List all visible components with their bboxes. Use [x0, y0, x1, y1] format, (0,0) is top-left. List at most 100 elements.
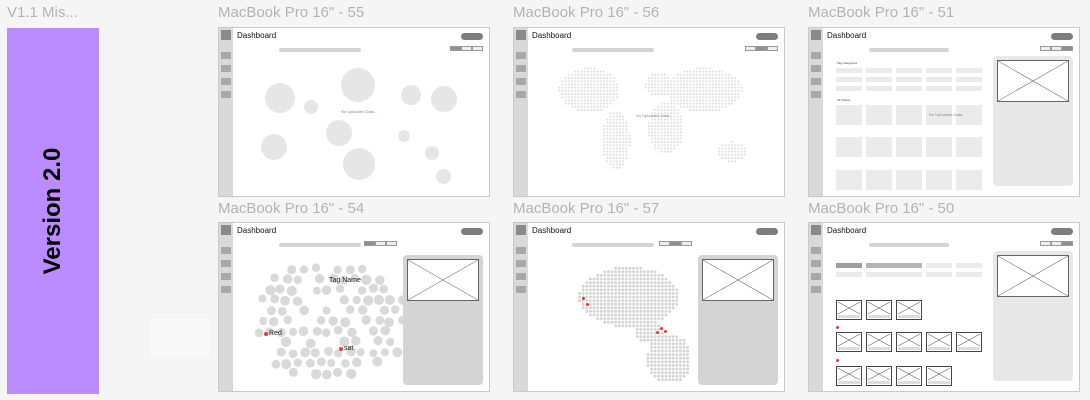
tag-cell[interactable] [866, 77, 892, 82]
sidebar-item[interactable] [811, 65, 821, 72]
frame-title-55[interactable]: MacBook Pro 16" - 55 [218, 4, 365, 21]
tag-cell[interactable] [926, 77, 952, 82]
video-card[interactable] [866, 332, 892, 352]
frame-title-57[interactable]: MacBook Pro 16" - 57 [513, 200, 660, 217]
video-card[interactable] [866, 137, 892, 157]
sidebar-item[interactable] [811, 286, 821, 293]
tag-cell[interactable] [866, 272, 922, 277]
tag-cell[interactable] [836, 77, 862, 82]
video-card[interactable] [896, 366, 922, 386]
video-card[interactable] [866, 366, 892, 386]
frame-title-v11[interactable]: V1.1 Mis... [7, 4, 78, 21]
sidebar-item[interactable] [516, 286, 526, 293]
sidebar-item[interactable] [221, 52, 231, 59]
bubble[interactable] [304, 100, 318, 114]
tag-bubble-network[interactable] [249, 261, 409, 383]
map-marker[interactable] [664, 330, 667, 333]
red-tag-dot[interactable] [339, 347, 343, 351]
bubble[interactable] [401, 85, 421, 105]
video-card[interactable] [836, 366, 862, 386]
sidebar-item[interactable] [516, 65, 526, 72]
red-tag-dot[interactable] [264, 332, 268, 336]
video-card[interactable] [956, 332, 982, 352]
sidebar-item[interactable] [811, 91, 821, 98]
video-card[interactable] [956, 170, 982, 190]
tag-cell-selected[interactable] [836, 263, 862, 268]
toggle-option[interactable] [1040, 241, 1051, 246]
toggle-option[interactable] [450, 46, 461, 51]
tag-cell[interactable] [956, 272, 982, 277]
search-input[interactable] [572, 48, 654, 52]
toggle-option[interactable] [756, 46, 767, 51]
video-card[interactable] [896, 105, 922, 125]
bubble[interactable] [341, 68, 375, 102]
toggle-option[interactable] [364, 241, 375, 246]
toggle-option[interactable] [1051, 46, 1062, 51]
sidebar-item[interactable] [221, 247, 231, 254]
toggle-option[interactable] [1040, 46, 1051, 51]
tag-cell[interactable] [866, 86, 892, 91]
sidebar-item[interactable] [811, 247, 821, 254]
map-marker[interactable] [582, 297, 585, 300]
search-input[interactable] [869, 243, 949, 247]
sidebar-item[interactable] [811, 273, 821, 280]
view-toggle[interactable] [450, 46, 483, 51]
preview-panel[interactable] [698, 255, 778, 385]
map-marker[interactable] [656, 331, 659, 334]
tag-cell[interactable] [956, 77, 982, 82]
view-toggle[interactable] [364, 241, 397, 246]
video-card[interactable] [866, 105, 892, 125]
bubble[interactable] [436, 169, 451, 184]
americas-map[interactable] [574, 259, 699, 383]
video-card[interactable] [896, 300, 922, 320]
toggle-option[interactable] [767, 46, 778, 51]
tag-cell[interactable] [866, 68, 892, 73]
video-card[interactable] [956, 137, 982, 157]
tag-cell-selected[interactable] [866, 263, 922, 268]
video-card[interactable] [926, 366, 952, 386]
video-card[interactable] [836, 105, 862, 125]
toggle-option[interactable] [1062, 46, 1073, 51]
frame-51[interactable]: Dashboard Tag Categories All Videos No U… [808, 27, 1080, 197]
toggle-option[interactable] [670, 241, 681, 246]
search-input[interactable] [572, 243, 654, 247]
video-card[interactable] [896, 170, 922, 190]
tag-cell[interactable] [926, 272, 952, 277]
preview-panel[interactable] [993, 56, 1073, 186]
video-card[interactable] [926, 137, 952, 157]
tag-cell[interactable] [836, 86, 862, 91]
sidebar-item[interactable] [516, 78, 526, 85]
preview-panel[interactable] [403, 255, 483, 385]
sidebar-item[interactable] [516, 247, 526, 254]
frame-54[interactable]: Dashboard Tag Name Red sat [218, 222, 490, 392]
version-frame[interactable]: Version 2.0 [7, 28, 99, 394]
search-input[interactable] [869, 48, 949, 52]
video-card[interactable] [926, 332, 952, 352]
view-toggle[interactable] [1040, 241, 1073, 246]
video-card[interactable] [866, 300, 892, 320]
bubble[interactable] [261, 134, 287, 160]
video-card[interactable] [836, 300, 862, 320]
video-card[interactable] [926, 105, 952, 125]
sidebar-item[interactable] [221, 286, 231, 293]
preview-panel[interactable] [993, 251, 1073, 381]
tag-cell[interactable] [956, 68, 982, 73]
toggle-option[interactable] [386, 241, 397, 246]
toggle-option[interactable] [461, 46, 472, 51]
frame-55[interactable]: Dashboard No Uploaded Data... [218, 27, 490, 197]
view-toggle[interactable] [745, 46, 778, 51]
view-toggle[interactable] [1040, 46, 1073, 51]
search-input[interactable] [279, 243, 361, 247]
bubble[interactable] [326, 120, 352, 146]
bubble[interactable] [425, 146, 439, 160]
sidebar-item[interactable] [221, 273, 231, 280]
sidebar-item[interactable] [221, 91, 231, 98]
sidebar-item[interactable] [811, 78, 821, 85]
tag-cell[interactable] [956, 263, 982, 268]
search-input[interactable] [279, 48, 361, 52]
account-button[interactable] [756, 33, 778, 40]
toggle-option[interactable] [1062, 241, 1073, 246]
sidebar-item[interactable] [221, 65, 231, 72]
video-card[interactable] [836, 137, 862, 157]
toggle-option[interactable] [659, 241, 670, 246]
